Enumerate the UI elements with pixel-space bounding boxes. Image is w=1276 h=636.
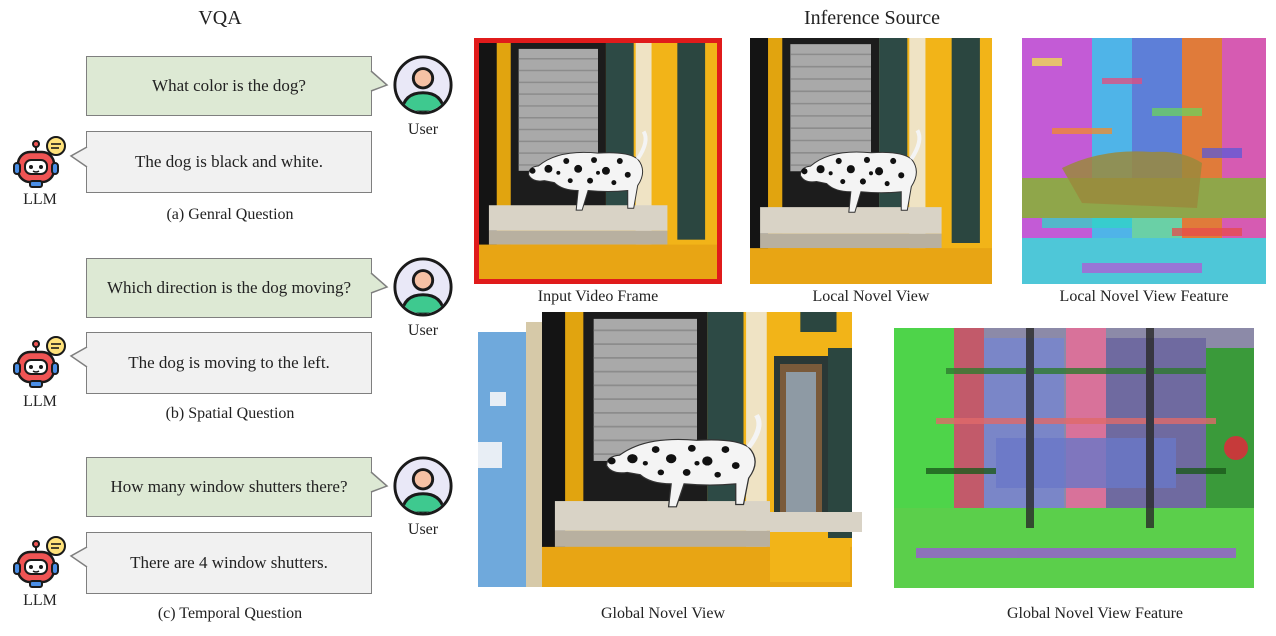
llm-label-b: LLM (23, 393, 57, 410)
local-novel-view-label: Local Novel View (812, 288, 930, 305)
local-novel-view-image (750, 38, 992, 284)
user-icon-c (392, 455, 454, 517)
caption-b: (b) Spatial Question (165, 405, 295, 422)
user-icon-b (392, 256, 454, 318)
global-novel-view-label: Global Novel View (600, 605, 726, 622)
robot-icon-a (12, 136, 68, 192)
user-label-b: User (407, 322, 439, 339)
question-text-b: Which direction is the dog moving? (106, 278, 352, 297)
vqa-header: VQA (198, 7, 242, 29)
question-text-c: How many window shutters there? (110, 477, 348, 496)
answer-bubble-a: The dog is black and white. (86, 131, 372, 193)
answer-text-c: There are 4 window shutters. (130, 553, 328, 572)
llm-label-a: LLM (23, 191, 57, 208)
answer-bubble-c: There are 4 window shutters. (86, 532, 372, 594)
question-tail-a (370, 70, 389, 92)
caption-a: (a) Genral Question (166, 206, 294, 223)
robot-icon-b (12, 336, 68, 392)
llm-label-c: LLM (23, 592, 57, 609)
robot-icon-c (12, 536, 68, 592)
caption-c: (c) Temporal Question (157, 605, 303, 622)
question-bubble-b: Which direction is the dog moving? (86, 258, 372, 318)
inference-source-header: Inference Source (803, 7, 941, 29)
question-text-a: What color is the dog? (152, 76, 306, 95)
local-novel-view-feature-image (1022, 38, 1266, 284)
question-tail-b (370, 272, 389, 294)
answer-tail-a (69, 146, 88, 168)
question-bubble-c: How many window shutters there? (86, 457, 372, 517)
global-novel-view-feature-label: Global Novel View Feature (1006, 605, 1184, 622)
question-tail-c (370, 471, 389, 493)
question-bubble-a: What color is the dog? (86, 56, 372, 116)
user-label-a: User (407, 121, 439, 138)
answer-tail-b (69, 346, 88, 368)
global-novel-view-feature-image (886, 308, 1262, 598)
input-video-frame-image (474, 38, 722, 284)
user-icon-a (392, 54, 454, 116)
input-video-frame-label: Input Video Frame (537, 288, 659, 305)
answer-tail-c (69, 546, 88, 568)
local-novel-view-feature-label: Local Novel View Feature (1059, 288, 1229, 305)
answer-text-b: The dog is moving to the left. (128, 353, 330, 372)
user-label-c: User (407, 521, 439, 538)
answer-text-a: The dog is black and white. (135, 152, 323, 171)
answer-bubble-b: The dog is moving to the left. (86, 332, 372, 394)
global-novel-view-image (470, 312, 862, 597)
